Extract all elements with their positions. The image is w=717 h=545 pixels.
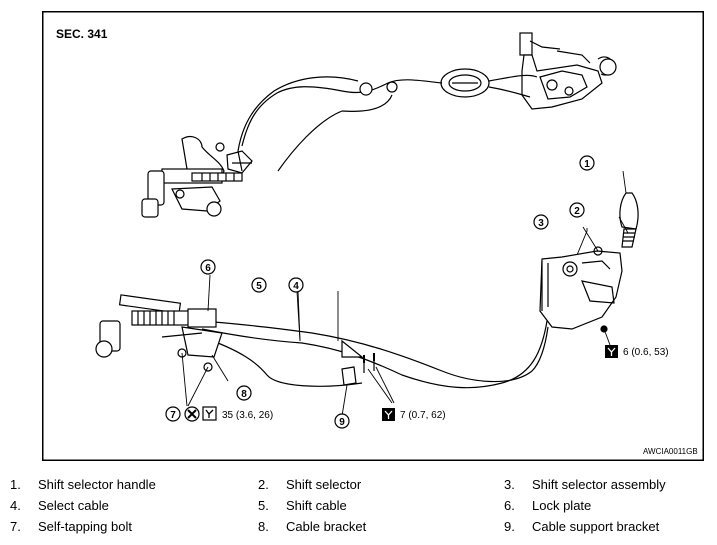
shift-cable-lower bbox=[201, 336, 363, 387]
svg-text:8: 8 bbox=[241, 389, 247, 400]
svg-text:6 (0.6, 53): 6 (0.6, 53) bbox=[623, 347, 669, 358]
callout-5: 5 bbox=[251, 277, 267, 293]
exploded-view-diagram: SEC. 341 AWCIA0011GB bbox=[42, 11, 704, 461]
torque-spec-6: 6 (0.6, 53) bbox=[605, 345, 669, 358]
assembled-view bbox=[141, 32, 617, 218]
callout-3: 3 bbox=[533, 214, 549, 230]
top-selector-assembly bbox=[519, 32, 617, 110]
callout-1: 1 bbox=[579, 155, 595, 171]
callout-4: 4 bbox=[288, 277, 304, 293]
callout-9: 9 bbox=[334, 413, 350, 429]
figure-code: AWCIA0011GB bbox=[643, 447, 698, 456]
diagram-frame: SEC. 341 AWCIA0011GB bbox=[42, 11, 704, 461]
exploded-view bbox=[95, 170, 639, 417]
torque-spec-35: 35 (3.6, 26) bbox=[184, 406, 273, 422]
svg-text:6: 6 bbox=[205, 263, 211, 274]
svg-text:3: 3 bbox=[538, 218, 544, 229]
top-cable-a bbox=[341, 79, 443, 94]
top-cable-e bbox=[237, 76, 359, 152]
section-label: SEC. 341 bbox=[56, 27, 108, 41]
top-cable-f bbox=[341, 94, 393, 112]
top-cable-c bbox=[488, 86, 531, 98]
callout-8: 8 bbox=[236, 385, 252, 401]
top-grommet bbox=[440, 68, 490, 98]
transmission-end-parts bbox=[95, 294, 223, 372]
cable-support-bracket bbox=[341, 366, 357, 386]
shift-cable bbox=[201, 320, 548, 389]
svg-text:7 (0.7, 62): 7 (0.7, 62) bbox=[400, 410, 446, 421]
callout-7: 7 bbox=[165, 406, 181, 422]
frame-border bbox=[42, 11, 704, 461]
svg-text:7: 7 bbox=[170, 410, 176, 421]
parts-legend: 1.Shift selector handle 2.Shift selector… bbox=[10, 477, 666, 534]
callout-2: 2 bbox=[569, 202, 585, 218]
svg-text:2: 2 bbox=[574, 206, 580, 217]
top-transmission-linkage bbox=[141, 135, 253, 218]
svg-text:35 (3.6, 26): 35 (3.6, 26) bbox=[222, 410, 273, 421]
svg-text:1: 1 bbox=[584, 159, 590, 170]
svg-text:9: 9 bbox=[339, 417, 345, 428]
cable-guide bbox=[341, 339, 364, 358]
shift-selector-lever bbox=[621, 228, 637, 248]
svg-text:4: 4 bbox=[293, 281, 299, 292]
top-cable-b bbox=[488, 74, 538, 82]
top-cable-d bbox=[241, 86, 343, 147]
leader-lines bbox=[181, 170, 629, 417]
svg-text:5: 5 bbox=[256, 281, 262, 292]
torque-spec-7: 7 (0.7, 62) bbox=[382, 408, 446, 421]
callout-6: 6 bbox=[200, 259, 216, 275]
shift-selector-assembly bbox=[539, 246, 623, 333]
